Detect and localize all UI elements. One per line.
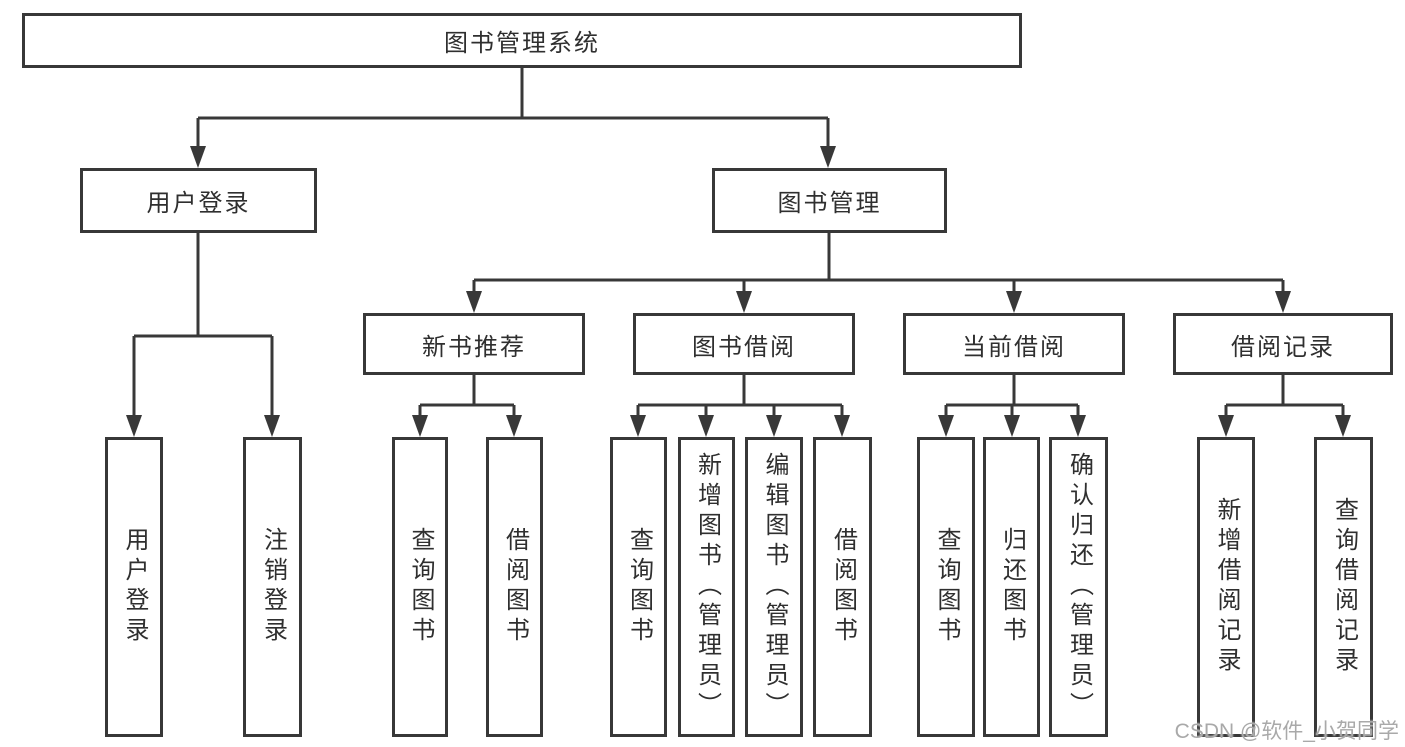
node-user-login-label: 用户登录	[146, 190, 251, 217]
node-leaf-edit-books-admin-label: 编辑图书（管理员）	[761, 452, 788, 722]
node-current-borrow-label: 当前借阅	[962, 333, 1066, 361]
node-borrow-records: 借阅记录	[1173, 313, 1393, 375]
node-book-management: 图书管理	[712, 168, 947, 233]
node-borrow-records-label: 借阅记录	[1231, 333, 1335, 361]
node-leaf-borrow-books-1: 借阅图书	[486, 437, 543, 737]
node-leaf-confirm-return-admin-label: 确认归还（管理员）	[1065, 452, 1093, 722]
node-root: 图书管理系统	[22, 13, 1022, 68]
node-book-borrow-label: 图书借阅	[692, 333, 796, 361]
node-leaf-logout-label: 注销登录	[259, 527, 287, 647]
node-book-borrow: 图书借阅	[633, 313, 855, 375]
node-book-management-label: 图书管理	[777, 190, 882, 217]
node-leaf-query-books-3: 查询图书	[917, 437, 975, 737]
node-leaf-add-books-admin: 新增图书（管理员）	[678, 437, 735, 737]
node-leaf-query-books-1-label: 查询图书	[407, 527, 434, 647]
node-leaf-query-books-2-label: 查询图书	[625, 527, 653, 647]
node-leaf-add-borrow-record: 新增借阅记录	[1197, 437, 1255, 737]
node-leaf-return-books: 归还图书	[983, 437, 1040, 737]
node-leaf-query-borrow-record-label: 查询借阅记录	[1330, 497, 1358, 677]
node-new-book-recommend: 新书推荐	[363, 313, 585, 375]
node-leaf-add-books-admin-label: 新增图书（管理员）	[693, 452, 721, 722]
node-leaf-query-books-3-label: 查询图书	[933, 527, 960, 647]
node-leaf-return-books-label: 归还图书	[998, 527, 1026, 647]
node-leaf-confirm-return-admin: 确认归还（管理员）	[1049, 437, 1108, 737]
node-leaf-query-borrow-record: 查询借阅记录	[1314, 437, 1373, 737]
node-leaf-logout: 注销登录	[243, 437, 302, 737]
node-current-borrow: 当前借阅	[903, 313, 1125, 375]
node-leaf-borrow-books-2-label: 借阅图书	[829, 527, 857, 647]
watermark: CSDN @软件_小贺同学	[1174, 720, 1399, 743]
node-root-label: 图书管理系统	[444, 30, 600, 57]
node-leaf-user-login-label: 用户登录	[121, 527, 148, 647]
node-leaf-query-books-1: 查询图书	[392, 437, 448, 737]
node-leaf-borrow-books-2: 借阅图书	[813, 437, 872, 737]
node-new-book-recommend-label: 新书推荐	[422, 333, 526, 361]
node-leaf-edit-books-admin: 编辑图书（管理员）	[745, 437, 803, 737]
node-user-login: 用户登录	[80, 168, 317, 233]
node-leaf-add-borrow-record-label: 新增借阅记录	[1213, 497, 1240, 677]
node-leaf-query-books-2: 查询图书	[610, 437, 667, 737]
arrowheads	[126, 146, 1351, 437]
node-leaf-borrow-books-1-label: 借阅图书	[501, 527, 529, 647]
connector-shafts	[132, 66, 1345, 417]
node-leaf-user-login: 用户登录	[105, 437, 163, 737]
